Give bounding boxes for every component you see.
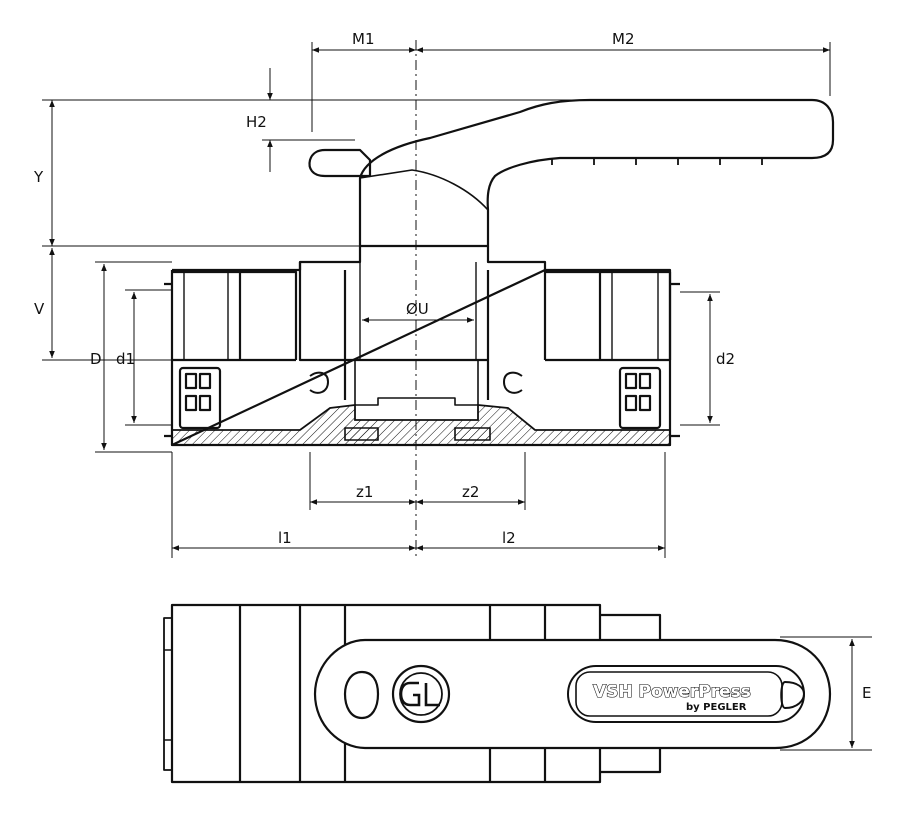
dimension-lines: [42, 42, 872, 751]
valve-body: [170, 262, 672, 447]
label-z1: z1: [356, 483, 373, 501]
stop-lug: [308, 148, 372, 178]
label-d1: d1: [116, 350, 135, 368]
lever-handle: [358, 98, 835, 248]
label-e: E: [862, 684, 871, 702]
brand-product: VSH PowerPress: [593, 682, 751, 702]
label-l1: l1: [278, 529, 292, 547]
label-l2: l2: [502, 529, 516, 547]
side-view: [164, 98, 835, 447]
label-m2: M2: [612, 30, 635, 48]
label-h2: H2: [246, 113, 267, 131]
label-d: D: [90, 350, 102, 368]
label-u: ØU: [406, 300, 429, 318]
brand-maker: by PEGLER: [686, 702, 747, 713]
plan-view: [163, 603, 832, 784]
label-v: V: [34, 300, 45, 318]
label-z2: z2: [462, 483, 479, 501]
section-hatch: [171, 403, 671, 446]
label-d2: d2: [716, 350, 735, 368]
label-y: Y: [33, 168, 44, 186]
label-m1: M1: [352, 30, 375, 48]
gl-logo-icon: [391, 664, 451, 724]
handle-slot-icon: [780, 681, 805, 709]
